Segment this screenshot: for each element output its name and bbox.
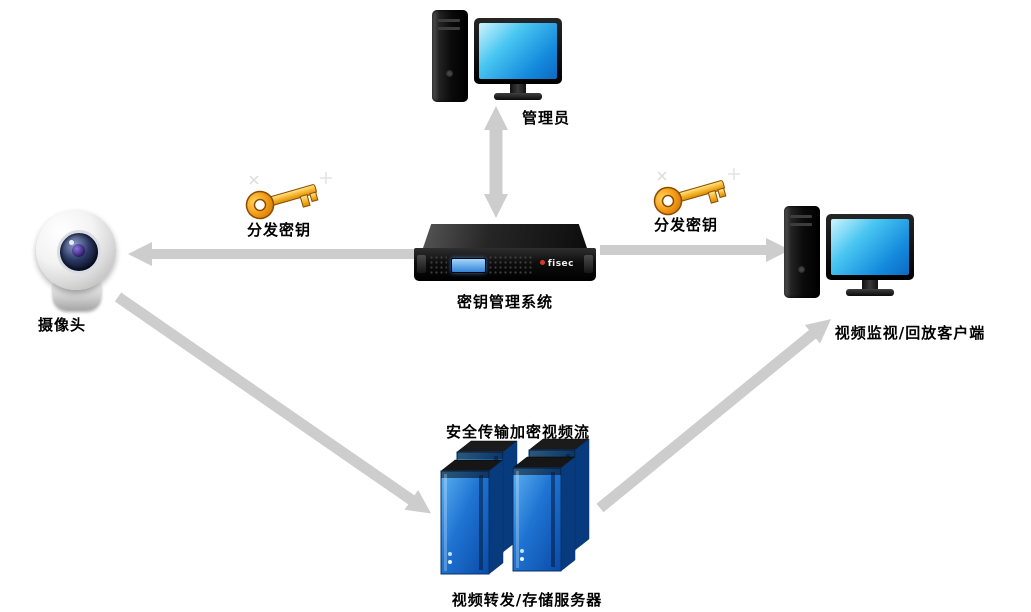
- key-icon-left: [245, 172, 332, 220]
- pc-screen: [831, 219, 909, 275]
- rack-lcd-display: [451, 258, 486, 273]
- drive-slot: [438, 27, 460, 30]
- drive-slot: [790, 215, 812, 218]
- monitor-base: [494, 93, 542, 100]
- rack-latch: [417, 255, 426, 273]
- camera-body: [36, 210, 116, 290]
- monitor-base: [846, 289, 894, 296]
- admin-label: 管理员: [521, 109, 570, 127]
- pc-monitor: [474, 18, 562, 84]
- storage-label: 视频转发/存储服务器: [451, 591, 603, 609]
- power-button-icon: [446, 70, 453, 77]
- server-tower: [512, 456, 576, 572]
- key-system-label: 密钥管理系统: [456, 293, 553, 311]
- camera-lens-icon: [57, 230, 101, 274]
- drive-slot: [438, 19, 460, 22]
- client-computer-icon: [784, 206, 916, 306]
- arrow-camera-storage: [114, 292, 432, 514]
- rack-latch: [584, 255, 593, 273]
- arrow-storage-client: [596, 319, 832, 513]
- pc-tower: [784, 206, 820, 298]
- camera-pupil: [72, 244, 85, 257]
- key-management-server-icon: fisec: [414, 224, 596, 288]
- server-brand-logo: fisec: [540, 259, 574, 269]
- rack-front-panel: fisec: [414, 248, 596, 281]
- monitor-neck: [510, 84, 526, 93]
- power-button-icon: [798, 266, 805, 273]
- server-tower: [440, 459, 504, 575]
- admin-computer-icon: [432, 10, 564, 110]
- key-icon-right: [653, 168, 740, 216]
- client-label: 视频监视/回放客户端: [834, 324, 986, 342]
- drive-slot: [790, 223, 812, 226]
- encrypted-stream-label: 安全传输加密视频流: [445, 423, 590, 441]
- camera-icon: [32, 210, 122, 312]
- lens-glint: [69, 240, 74, 245]
- distribute-key-label-left: 分发密钥: [246, 221, 311, 239]
- pc-monitor: [826, 214, 914, 280]
- storage-server-cluster-icon: [440, 438, 590, 575]
- monitor-neck: [862, 280, 878, 289]
- rack-vents: [488, 255, 534, 274]
- camera-label: 摄像头: [37, 316, 86, 334]
- rack-vents: [429, 255, 447, 274]
- rack-top-face: [423, 224, 587, 248]
- distribute-key-label-right: 分发密钥: [653, 216, 718, 234]
- pc-screen: [479, 23, 557, 79]
- pc-tower: [432, 10, 468, 102]
